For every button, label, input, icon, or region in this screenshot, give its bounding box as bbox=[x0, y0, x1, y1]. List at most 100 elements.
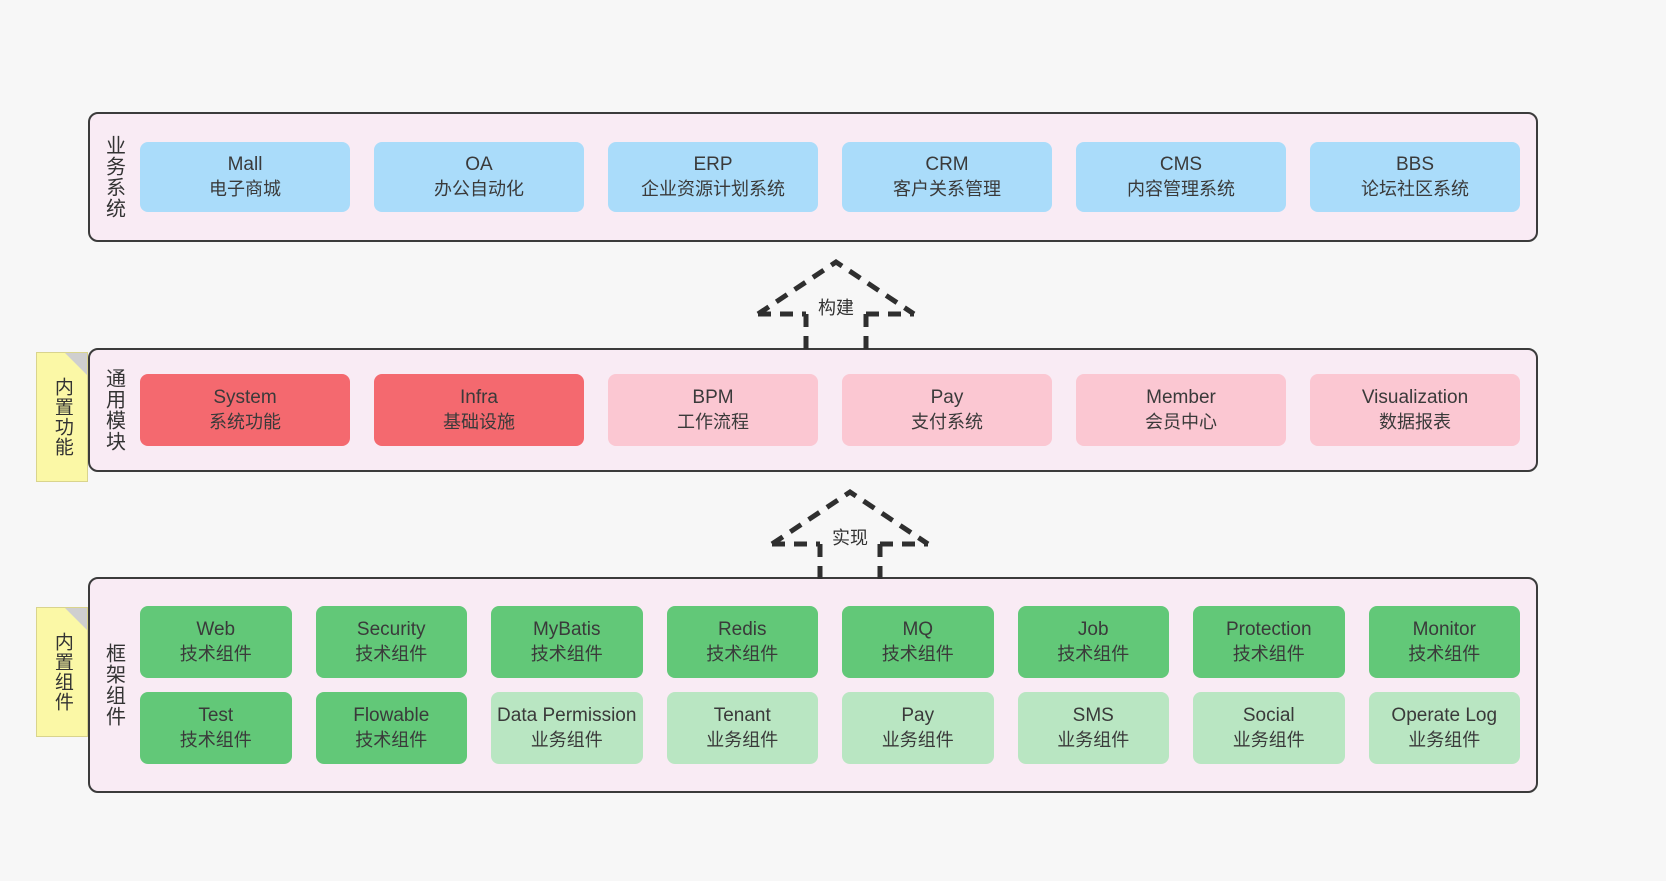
card-subtitle: 支付系统 bbox=[911, 411, 983, 432]
card-subtitle: 会员中心 bbox=[1145, 411, 1217, 432]
card-subtitle: 数据报表 bbox=[1379, 411, 1451, 432]
card-title: System bbox=[213, 387, 277, 409]
card-title: MQ bbox=[902, 619, 934, 641]
card-title: OA bbox=[465, 154, 493, 176]
card-row: System 系统功能 Infra 基础设施 BPM 工作流程 Pay 支付系统… bbox=[140, 374, 1520, 446]
card-oa[interactable]: OA 办公自动化 bbox=[374, 142, 584, 212]
card-title: Visualization bbox=[1361, 387, 1469, 409]
card-title: Security bbox=[356, 619, 426, 641]
sticky-note-label: 内置功能 bbox=[51, 377, 73, 457]
card-title: Protection bbox=[1225, 619, 1312, 641]
card-title: MyBatis bbox=[532, 619, 601, 641]
card-tenant[interactable]: Tenant 业务组件 bbox=[666, 692, 818, 764]
card-flowable[interactable]: Flowable 技术组件 bbox=[315, 692, 467, 764]
card-subtitle: 企业资源计划系统 bbox=[641, 178, 785, 199]
card-social[interactable]: Social 业务组件 bbox=[1193, 692, 1345, 764]
card-title: Test bbox=[198, 705, 234, 727]
card-pay-component[interactable]: Pay 业务组件 bbox=[842, 692, 994, 764]
card-title: Infra bbox=[459, 387, 499, 409]
card-infra[interactable]: Infra 基础设施 bbox=[374, 374, 584, 446]
card-job[interactable]: Job 技术组件 bbox=[1017, 606, 1169, 678]
card-pay-module[interactable]: Pay 支付系统 bbox=[842, 374, 1052, 446]
card-subtitle: 论坛社区系统 bbox=[1361, 178, 1469, 199]
card-title: Pay bbox=[901, 705, 935, 727]
card-mall[interactable]: Mall 电子商城 bbox=[140, 142, 350, 212]
card-title: Data Permission bbox=[497, 705, 637, 727]
card-subtitle: 业务组件 bbox=[881, 729, 954, 750]
sticky-note-label: 内置组件 bbox=[51, 632, 73, 712]
card-title: Social bbox=[1242, 705, 1295, 727]
card-subtitle: 技术组件 bbox=[881, 643, 954, 664]
layer-title-modules: 通用模块 bbox=[102, 368, 125, 452]
card-title: Operate Log bbox=[1391, 705, 1498, 727]
card-title: Monitor bbox=[1412, 619, 1476, 641]
card-title: BPM bbox=[692, 387, 734, 409]
card-subtitle: 系统功能 bbox=[209, 411, 281, 432]
card-bpm[interactable]: BPM 工作流程 bbox=[608, 374, 818, 446]
card-title: Member bbox=[1146, 387, 1216, 409]
card-bbs[interactable]: BBS 论坛社区系统 bbox=[1310, 142, 1520, 212]
card-member[interactable]: Member 会员中心 bbox=[1076, 374, 1286, 446]
card-title: Web bbox=[196, 619, 236, 641]
card-row: Test 技术组件 Flowable 技术组件 Data Permission … bbox=[140, 692, 1520, 764]
card-title: CRM bbox=[925, 154, 969, 176]
card-title: Flowable bbox=[353, 705, 430, 727]
card-title: ERP bbox=[693, 154, 733, 176]
card-subtitle: 业务组件 bbox=[1408, 729, 1481, 750]
card-subtitle: 业务组件 bbox=[530, 729, 603, 750]
sticky-note-builtin-components[interactable]: 内置组件 bbox=[36, 607, 88, 737]
card-sms[interactable]: SMS 业务组件 bbox=[1017, 692, 1169, 764]
card-title: Redis bbox=[717, 619, 767, 641]
card-title: SMS bbox=[1072, 705, 1114, 727]
card-crm[interactable]: CRM 客户关系管理 bbox=[842, 142, 1052, 212]
card-erp[interactable]: ERP 企业资源计划系统 bbox=[608, 142, 818, 212]
card-subtitle: 技术组件 bbox=[1232, 643, 1305, 664]
card-title: BBS bbox=[1395, 154, 1435, 176]
arrow-build: 构建 bbox=[756, 258, 916, 350]
card-subtitle: 业务组件 bbox=[1057, 729, 1130, 750]
layer-title-business: 业务系统 bbox=[102, 135, 125, 219]
card-subtitle: 技术组件 bbox=[706, 643, 779, 664]
card-subtitle: 电子商城 bbox=[209, 178, 281, 199]
card-monitor[interactable]: Monitor 技术组件 bbox=[1368, 606, 1520, 678]
card-data-permission[interactable]: Data Permission 业务组件 bbox=[491, 692, 643, 764]
card-web[interactable]: Web 技术组件 bbox=[140, 606, 292, 678]
card-mq[interactable]: MQ 技术组件 bbox=[842, 606, 994, 678]
card-subtitle: 技术组件 bbox=[355, 643, 428, 664]
card-cms[interactable]: CMS 内容管理系统 bbox=[1076, 142, 1286, 212]
card-subtitle: 客户关系管理 bbox=[893, 178, 1001, 199]
layer-business-systems: 业务系统 Mall 电子商城 OA 办公自动化 ERP 企业资源计划系统 CRM… bbox=[88, 112, 1538, 242]
sticky-note-builtin-features[interactable]: 内置功能 bbox=[36, 352, 88, 482]
layer-framework-components: 框架组件 Web 技术组件 Security 技术组件 MyBatis 技术组件… bbox=[88, 577, 1538, 793]
card-subtitle: 技术组件 bbox=[530, 643, 603, 664]
card-subtitle: 办公自动化 bbox=[434, 178, 524, 199]
card-title: Mall bbox=[227, 154, 263, 176]
card-test[interactable]: Test 技术组件 bbox=[140, 692, 292, 764]
card-mybatis[interactable]: MyBatis 技术组件 bbox=[491, 606, 643, 678]
card-redis[interactable]: Redis 技术组件 bbox=[666, 606, 818, 678]
card-subtitle: 基础设施 bbox=[443, 411, 515, 432]
card-subtitle: 内容管理系统 bbox=[1127, 178, 1235, 199]
card-title: Job bbox=[1077, 619, 1109, 641]
card-subtitle: 技术组件 bbox=[355, 729, 428, 750]
card-subtitle: 技术组件 bbox=[1057, 643, 1130, 664]
layer-body-framework: Web 技术组件 Security 技术组件 MyBatis 技术组件 Redi… bbox=[136, 579, 1536, 791]
card-title: Pay bbox=[930, 387, 964, 409]
card-system[interactable]: System 系统功能 bbox=[140, 374, 350, 446]
card-subtitle: 业务组件 bbox=[706, 729, 779, 750]
layer-body-modules: System 系统功能 Infra 基础设施 BPM 工作流程 Pay 支付系统… bbox=[136, 350, 1536, 470]
card-operate-log[interactable]: Operate Log 业务组件 bbox=[1368, 692, 1520, 764]
card-subtitle: 技术组件 bbox=[179, 729, 252, 750]
card-security[interactable]: Security 技术组件 bbox=[315, 606, 467, 678]
card-row: Mall 电子商城 OA 办公自动化 ERP 企业资源计划系统 CRM 客户关系… bbox=[140, 142, 1520, 212]
layer-body-business: Mall 电子商城 OA 办公自动化 ERP 企业资源计划系统 CRM 客户关系… bbox=[136, 114, 1536, 240]
card-protection[interactable]: Protection 技术组件 bbox=[1193, 606, 1345, 678]
card-subtitle: 技术组件 bbox=[179, 643, 252, 664]
card-title: CMS bbox=[1159, 154, 1203, 176]
layer-title-framework: 框架组件 bbox=[102, 643, 125, 727]
card-row: Web 技术组件 Security 技术组件 MyBatis 技术组件 Redi… bbox=[140, 606, 1520, 678]
arrow-implement: 实现 bbox=[770, 488, 930, 580]
card-subtitle: 业务组件 bbox=[1232, 729, 1305, 750]
card-visualization[interactable]: Visualization 数据报表 bbox=[1310, 374, 1520, 446]
